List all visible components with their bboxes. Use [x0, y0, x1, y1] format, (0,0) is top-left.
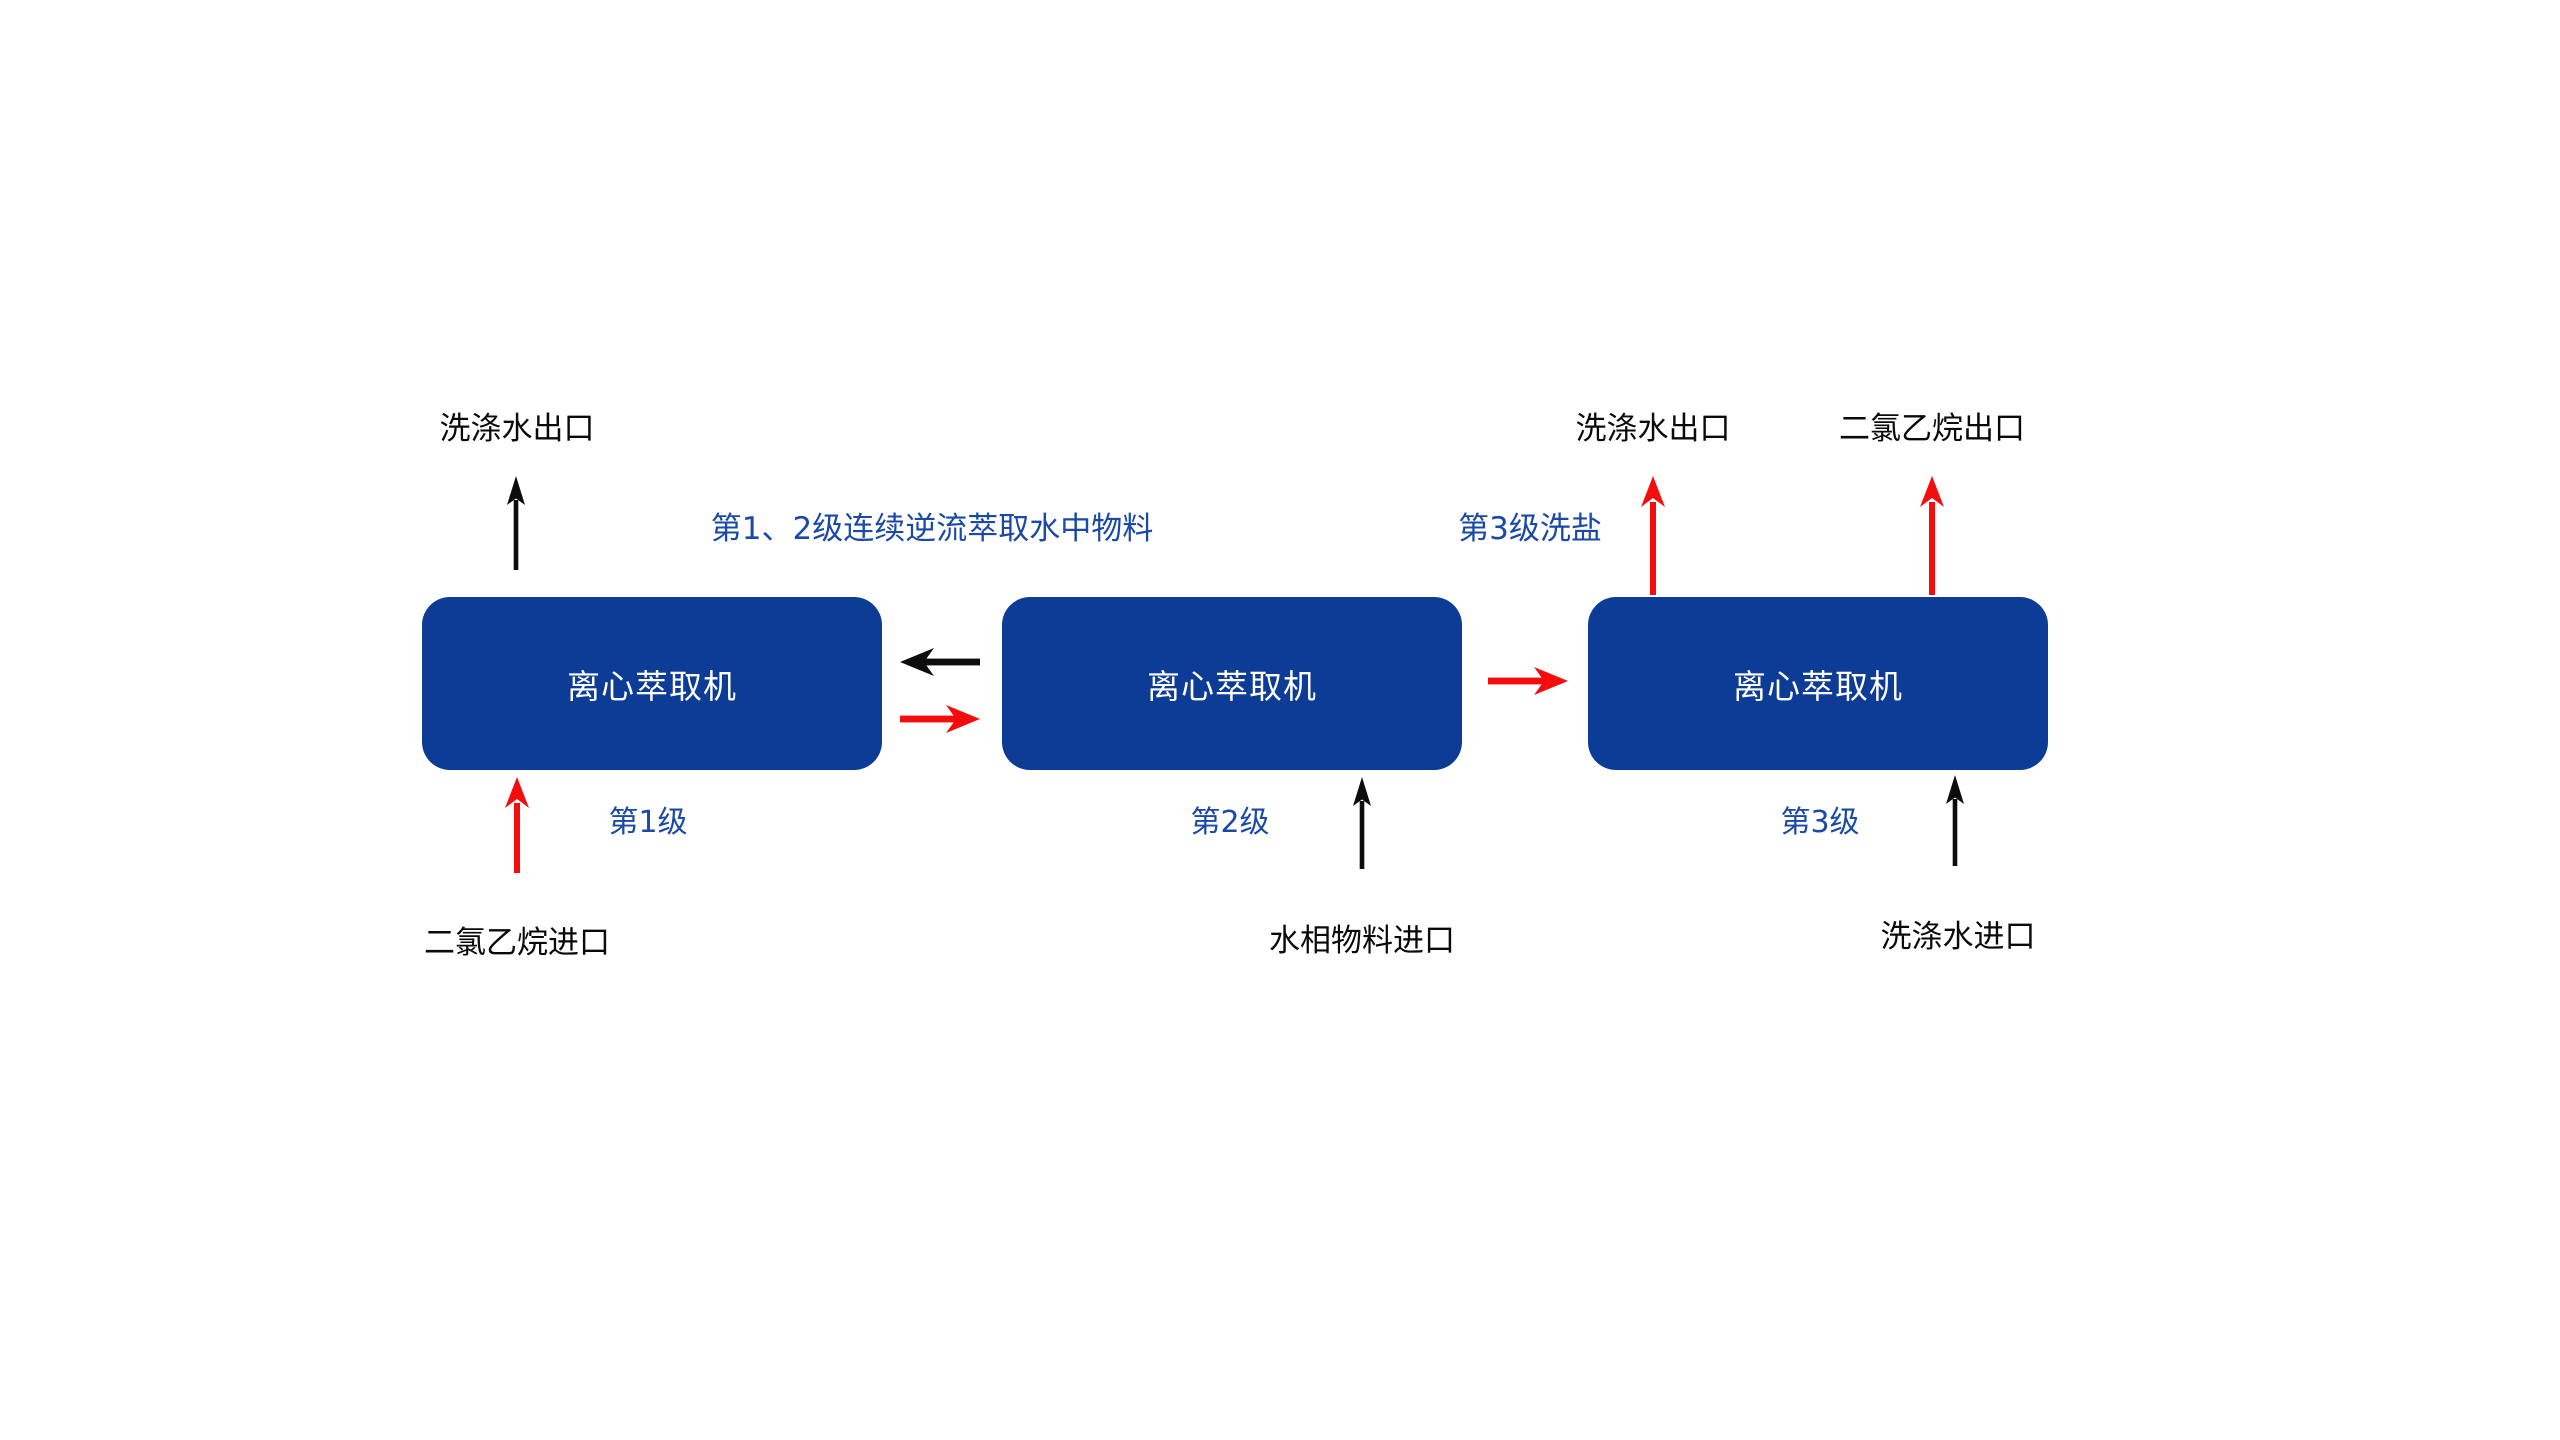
stage3-wash-water-outlet-arrow-up-icon	[1641, 476, 1665, 595]
stage3-salt-wash-label: 第3级洗盐	[1458, 511, 1602, 547]
stage3-wash-water-inlet-arrow-up-icon	[1946, 775, 1964, 866]
stage1-wash-water-outlet-label: 洗涤水出口	[439, 411, 595, 447]
stage12-countercurrent-label: 第1、2级连续逆流萃取水中物料	[710, 511, 1154, 547]
stage1-dce-inlet-label: 二氯乙烷进口	[424, 925, 610, 961]
extractor-box-stage1-label: 离心萃取机	[567, 666, 737, 706]
stage3-wash-water-outlet-label: 洗涤水出口	[1575, 411, 1731, 447]
stage2-to-stage3-organic-arrow-right-icon	[1488, 667, 1568, 695]
stage1-dce-inlet-arrow-up-icon	[505, 777, 529, 873]
stage1-to-stage2-organic-arrow-right-icon	[900, 705, 980, 733]
stage3-dce-outlet-label: 二氯乙烷出口	[1839, 411, 2025, 447]
extractor-box-stage3: 离心萃取机	[1588, 597, 2048, 770]
stage1-label: 第1级	[608, 805, 688, 840]
extractor-box-stage1: 离心萃取机	[422, 597, 882, 770]
stage3-dce-outlet-arrow-up-icon	[1920, 476, 1944, 595]
stage2-label: 第2级	[1190, 805, 1270, 840]
extractor-box-stage3-label: 离心萃取机	[1733, 666, 1903, 706]
stage2-to-stage1-aqueous-arrow-left-icon	[900, 648, 980, 676]
stage3-wash-water-inlet-label: 洗涤水进口	[1880, 919, 2036, 955]
stage2-aqueous-feed-inlet-label: 水相物料进口	[1269, 923, 1455, 959]
extractor-box-stage2-label: 离心萃取机	[1147, 666, 1317, 706]
stage3-label: 第3级	[1780, 805, 1860, 840]
stage1-wash-water-outlet-arrow-up-icon	[507, 476, 525, 570]
extractor-box-stage2: 离心萃取机	[1002, 597, 1462, 770]
stage2-aqueous-feed-inlet-arrow-up-icon	[1353, 777, 1371, 869]
